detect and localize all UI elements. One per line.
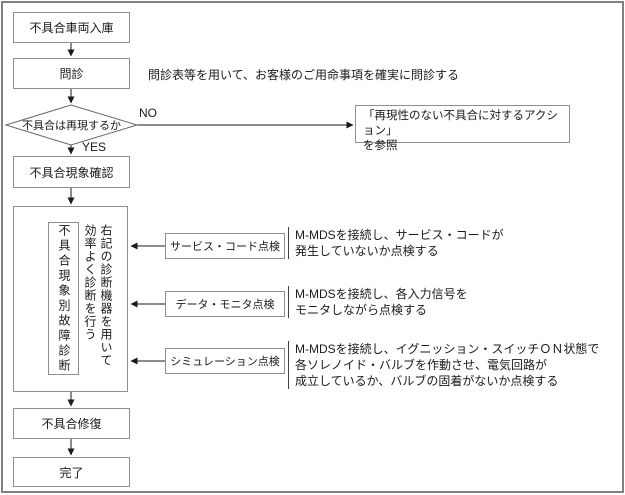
- simulation-check-desc: M-MDSを接続し、イグニッション・スイッチＯＮ状態で 各ソレノイド・バルブを作…: [288, 341, 599, 389]
- service-code-check-desc: M-MDSを接続し、サービス・コードが 発生していないか点検する: [288, 227, 504, 259]
- branch-yes-label: YES: [82, 140, 107, 154]
- branch-no-label: NO: [139, 106, 157, 120]
- node-interview-label: 問診: [59, 67, 84, 81]
- diagnosis-note-col2: 効率よく診断を行う: [83, 224, 97, 341]
- node-service-code-check: サービス・コード点検: [165, 233, 285, 259]
- node-repair-label: 不具合修復: [41, 417, 102, 431]
- data-monitor-check-desc: M-MDSを接続し、各入力信号を モニタしながら点検する: [288, 286, 468, 318]
- decision-label: 不具合は再現するか: [22, 120, 121, 132]
- node-interview: 問診: [13, 58, 130, 89]
- node-vehicle-entry: 不具合車両入庫: [13, 12, 130, 43]
- service-code-desc-line1: M-MDSを接続し、サービス・コードが: [295, 228, 504, 242]
- diagnosis-note-vertical: 右記の診断機器を用いて 効率よく診断を行う: [82, 224, 114, 388]
- node-diagnosis-by-symptom-label: 不具合現象別故障診断: [57, 223, 71, 374]
- node-no-reproduction-reference: 「再現性のない不具合に対するアクション」 を参照: [355, 105, 570, 152]
- node-vehicle-entry-label: 不具合車両入庫: [29, 21, 114, 35]
- decision-diamond-shape: [4, 104, 139, 146]
- node-simulation-check: シミュレーション点検: [165, 348, 285, 374]
- node-done-label: 完了: [59, 465, 84, 480]
- service-code-desc-line2: 発生していないか点検する: [295, 244, 439, 258]
- data-monitor-desc-line1: M-MDSを接続し、各入力信号を: [295, 287, 468, 301]
- diagnosis-note-col1: 右記の診断機器を用いて: [99, 224, 113, 367]
- simulation-desc-line2: 各ソレノイド・バルブを作動させ、電気回路が: [295, 358, 548, 372]
- node-service-code-check-label: サービス・コード点検: [170, 241, 280, 253]
- simulation-desc-line3: 成立しているか、バルブの固着がないか点検する: [295, 374, 559, 388]
- node-confirm-symptom-label: 不具合現象確認: [29, 165, 114, 180]
- node-diagnosis-by-symptom: 不具合現象別故障診断: [48, 222, 79, 375]
- node-simulation-check-label: シミュレーション点検: [170, 356, 280, 368]
- node-data-monitor-check: データ・モニタ点検: [165, 291, 285, 317]
- data-monitor-desc-line2: モニタしながら点検する: [295, 303, 428, 317]
- node-data-monitor-check-label: データ・モニタ点検: [175, 299, 275, 311]
- simulation-desc-line1: M-MDSを接続し、イグニッション・スイッチＯＮ状態で: [295, 342, 600, 356]
- reference-line2: を参照: [363, 140, 398, 152]
- node-done: 完了: [13, 457, 130, 487]
- reference-line1: 「再現性のない不具合に対するアクション」: [363, 110, 558, 137]
- interview-note: 問診表等を用いて、お客様のご用命事項を確実に問診する: [148, 68, 460, 82]
- node-repair: 不具合修復: [13, 408, 130, 439]
- node-confirm-symptom: 不具合現象確認: [13, 156, 130, 188]
